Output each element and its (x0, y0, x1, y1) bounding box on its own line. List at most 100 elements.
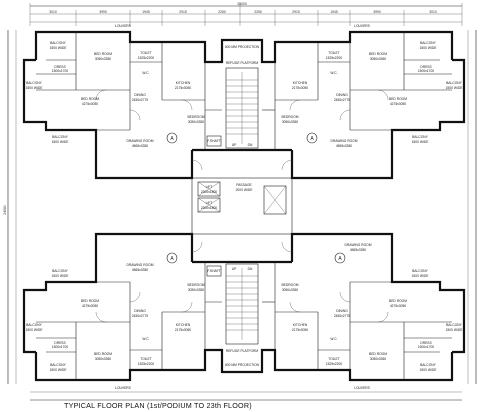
passage-size: 2000 WIDE (236, 188, 254, 192)
f-shaft-label: F.SHAFT (207, 139, 220, 143)
balcony-label: BALCONY (52, 135, 69, 139)
toilet-size: 1525x2200 (326, 56, 342, 60)
room-labels-lower-left: BALCONY 1500 WIDE BED ROOM 3050x3350 TOI… (26, 263, 205, 372)
kitchen-size: 2175x3050 (292, 328, 308, 332)
lift-label: LIFT (206, 201, 213, 205)
dress-label: DRESS (54, 65, 66, 69)
unit-label-se: A (338, 256, 342, 262)
kitchen-label: KITCHEN (293, 323, 308, 327)
central-core (191, 67, 293, 345)
balcony-label: BALCONY (446, 323, 463, 327)
bedroom-label: BEDROOM (187, 115, 204, 119)
upper-partitions (36, 32, 452, 150)
balcony-label: BALCONY (26, 81, 43, 85)
room-labels-upper-left: BALCONY 1500 WIDE BED ROOM 3050x3350 TOI… (26, 41, 205, 148)
kitchen-label: KITCHEN (293, 81, 308, 85)
top-dim-6: 2250 (254, 10, 262, 14)
drawing-room-size: 4565x3350 (350, 248, 366, 252)
dress-size: 1500x1700 (418, 69, 434, 73)
top-dim-7: 2915 (292, 10, 300, 14)
louvers-top-label: LOUVERS (115, 24, 132, 28)
balcony-size: 1500 WIDE (26, 86, 44, 90)
wc-label: W.C. (330, 71, 337, 75)
drawing-room-size: 4565x3350 (336, 144, 352, 148)
bedroom-label: BEDROOM (187, 283, 204, 287)
unit-label-ne: A (310, 136, 314, 142)
dress-size: 1500x1700 (52, 345, 68, 349)
dining-label: DINING (336, 93, 348, 97)
louvers-bottom-label-right: LOUVERS (354, 386, 371, 390)
dress-size: 1500x1700 (52, 69, 68, 73)
lower-outer-walls (22, 232, 466, 382)
bedroom-size: 3050x3350 (282, 120, 298, 124)
toilet-label: TOILET (140, 357, 151, 361)
balcony-label: BALCONY (446, 81, 463, 85)
top-dim-2: 3990 (99, 10, 107, 14)
passage-label: PASSAGE (236, 183, 252, 187)
louvers-bottom-label: LOUVERS (115, 386, 132, 390)
upper-outer-walls (22, 30, 466, 180)
room-labels-upper-right: BALCONY 1500 WIDE BED ROOM 3050x3350 TOI… (281, 41, 463, 148)
bed-room-size: 3050x3350 (95, 357, 111, 361)
top-dim-10: 3010 (429, 10, 437, 14)
balcony-label: BALCONY (50, 41, 67, 45)
top-dim-1: 3010 (49, 10, 57, 14)
bedroom-size: 3050x3350 (188, 288, 204, 292)
bed-room-label: BED ROOM (81, 97, 99, 101)
bed-room-size: 4275x3050 (390, 304, 406, 308)
kitchen-size: 2175x3050 (292, 86, 308, 90)
top-dim-4: 2915 (179, 10, 187, 14)
balcony-label: BALCONY (50, 363, 67, 367)
lift-size: 2300x1800 (201, 206, 217, 210)
drawing-title: TYPICAL FLOOR PLAN (1st/PODIUM TO 23th F… (64, 401, 252, 410)
dress-label: DRESS (54, 341, 66, 345)
balcony-size: 1500 WIDE (50, 46, 68, 50)
balcony-label: BALCONY (412, 135, 429, 139)
balcony-size: 1500 WIDE (446, 328, 464, 332)
kitchen-size: 2175x3050 (175, 86, 191, 90)
drawing-room-size: 4565x3350 (132, 268, 148, 272)
door-swings (95, 89, 389, 323)
balcony-size: 1500 WIDE (446, 86, 464, 90)
dress-size: 1500x1700 (418, 345, 434, 349)
unit-label-nw: A (170, 136, 174, 142)
dining-size: 2450x2775 (334, 314, 350, 318)
louvers-top-label-right: LOUVERS (354, 24, 371, 28)
bedroom-size: 3050x3350 (282, 288, 298, 292)
bedroom-label: BEDROOM (281, 283, 298, 287)
drawing-room-label: DRAWING ROOM (331, 139, 358, 143)
top-dim-3: 1945 (142, 10, 150, 14)
toilet-label: TOILET (140, 51, 151, 55)
balcony-size: 1500 WIDE (420, 46, 438, 50)
bed-room-label: BED ROOM (369, 52, 387, 56)
up-label: UP (232, 267, 237, 271)
bed-room-size: 3050x3350 (370, 357, 386, 361)
balcony-size: 1500 WIDE (26, 328, 44, 332)
lower-partitions (36, 262, 452, 380)
balcony-label: BALCONY (420, 363, 437, 367)
balcony-size: 1500 WIDE (420, 368, 438, 372)
refuge-top-label: REFUGE PLATFORM (226, 61, 259, 65)
wc-label: W.C. (142, 337, 149, 341)
kitchen-label: KITCHEN (176, 81, 191, 85)
dress-label: DRESS (420, 65, 432, 69)
drawing-room-size: 4565x3350 (132, 144, 148, 148)
dining-size: 2450x2775 (132, 314, 148, 318)
dress-label: DRESS (420, 341, 432, 345)
refuge-bottom-label: REFUGE PLATFORM (226, 349, 259, 353)
dining-size: 2450x2775 (334, 98, 350, 102)
core-labels: LOUVERS LOUVERS LOUVERS LOUVERS 600 MM P… (115, 24, 371, 390)
balcony-label: BALCONY (26, 323, 43, 327)
balcony-size: 1500 WIDE (412, 140, 430, 144)
bedroom-label: BEDROOM (281, 115, 298, 119)
dn-label: DN (248, 267, 253, 271)
bed-room-size: 4275x3050 (82, 304, 98, 308)
bed-room-label: BED ROOM (94, 52, 112, 56)
balcony-size: 1500 WIDE (52, 274, 70, 278)
bed-room-size: 3050x3350 (370, 57, 386, 61)
bed-room-label: BED ROOM (81, 299, 99, 303)
top-dim-9: 3990 (373, 10, 381, 14)
balcony-label: BALCONY (412, 269, 429, 273)
drawing-room-label: DRAWING ROOM (345, 243, 372, 247)
